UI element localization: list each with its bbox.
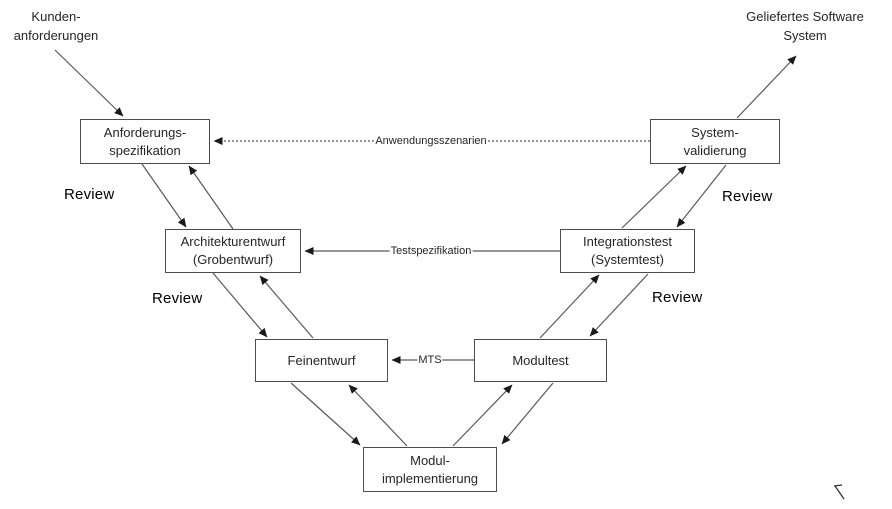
label-review-architecture-detailed-design: Review xyxy=(152,290,203,307)
box-module-implementation-line1: Modul- xyxy=(410,452,450,468)
label-review-spec-architecture: Review xyxy=(64,186,115,203)
box-module-implementation: Modul- implementierung xyxy=(363,447,497,492)
box-architecture-design-line2: (Grobentwurf) xyxy=(192,252,274,267)
arrow-module-test-to-integration-test xyxy=(539,274,600,339)
arrow-integration-test-review-to-module-test xyxy=(589,273,649,337)
arrow-detailed-design-review-to-architecture xyxy=(259,275,314,339)
box-system-validation-line1: System- xyxy=(691,124,739,140)
arrow-detailed-design-to-implementation xyxy=(290,382,361,446)
arrow-validation-review-to-integration-test xyxy=(676,164,727,228)
arrow-architecture-review-to-spec xyxy=(188,165,234,230)
box-module-implementation-line2: implementierung xyxy=(381,470,479,486)
label-customer-requirements-line1: Kunden- xyxy=(31,9,81,24)
label-customer-requirements: Kunden- anforderungen xyxy=(2,8,110,46)
label-review-integration-module-test: Review xyxy=(652,289,703,306)
label-review-validation-integration: Review xyxy=(722,188,773,205)
box-integration-test: Integrationstest (Systemtest) xyxy=(560,229,695,273)
box-module-test-line1: Modultest xyxy=(512,352,569,368)
label-application-scenarios: Anwendungsszenarien xyxy=(374,135,488,147)
label-delivered-system: Geliefertes Software System xyxy=(740,8,870,46)
box-requirements-specification-line2: spezifikation xyxy=(109,142,181,158)
box-module-test: Modultest xyxy=(474,339,607,382)
box-detailed-design-line1: Feinentwurf xyxy=(287,352,356,368)
arrow-implementation-to-module-test xyxy=(452,384,513,447)
box-architecture-design-line1: Architekturentwurf xyxy=(180,234,286,250)
arrow-integration-test-to-validation xyxy=(621,165,687,229)
box-detailed-design: Feinentwurf xyxy=(255,339,388,382)
arrow-customer-requirements-to-spec xyxy=(54,49,124,117)
arrow-spec-to-architecture xyxy=(141,163,187,228)
box-system-validation-line2: validierung xyxy=(683,142,747,158)
arrow-validation-to-delivered-system xyxy=(736,55,797,119)
box-requirements-specification: Anforderungs- spezifikation xyxy=(80,119,210,164)
box-integration-test-line2: (Systemtest) xyxy=(591,252,664,267)
box-architecture-design: Architekturentwurf (Grobentwurf) xyxy=(165,229,301,273)
label-customer-requirements-line2: anforderungen xyxy=(13,27,99,43)
cursor-mark xyxy=(833,484,845,500)
arrow-architecture-to-detailed-design xyxy=(212,272,268,338)
label-delivered-system-line2: System xyxy=(783,27,827,43)
label-delivered-system-line1: Geliefertes Software xyxy=(746,9,864,24)
box-system-validation: System- validierung xyxy=(650,119,780,164)
label-mts: MTS xyxy=(417,354,443,366)
arrow-implementation-to-detailed-design xyxy=(348,384,408,447)
arrow-module-test-to-implementation xyxy=(501,382,554,445)
box-requirements-specification-line1: Anforderungs- xyxy=(103,124,187,140)
box-integration-test-line1: Integrationstest xyxy=(583,234,672,250)
label-test-specification: Testspezifikation xyxy=(389,245,473,257)
